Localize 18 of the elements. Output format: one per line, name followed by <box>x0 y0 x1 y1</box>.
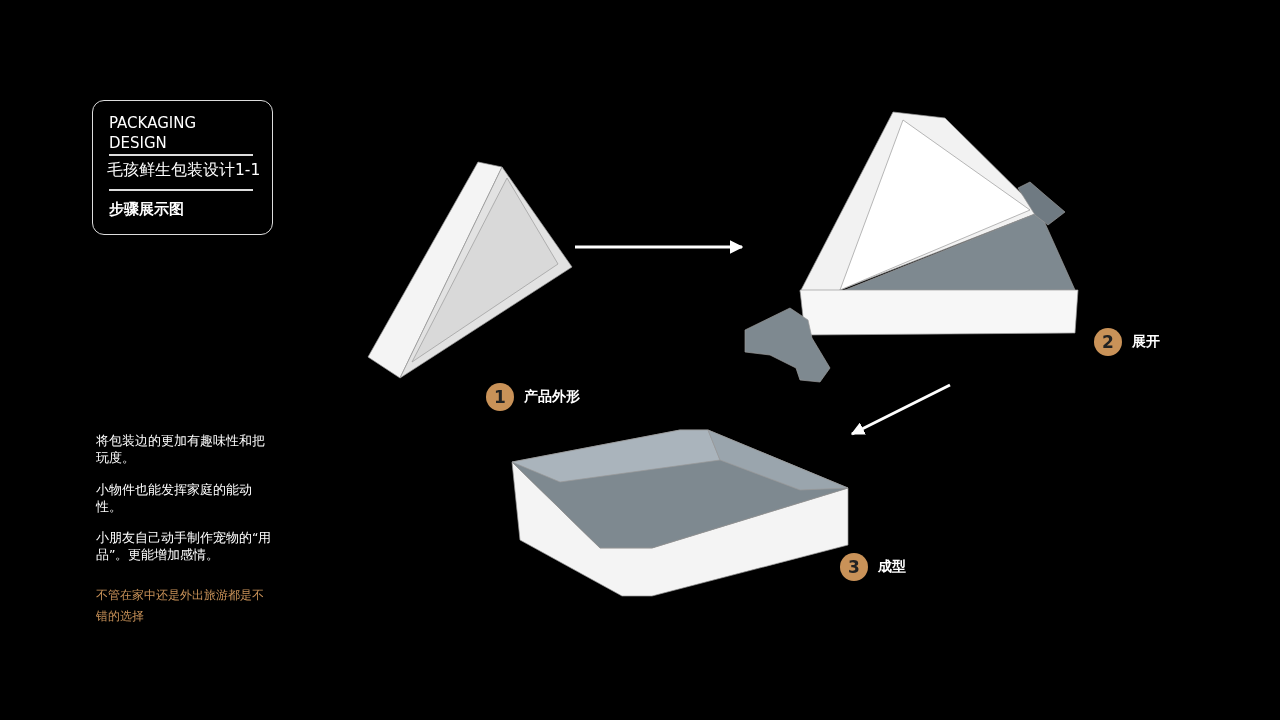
step-number: 1 <box>486 383 514 411</box>
unfolded-box-drawing <box>742 110 1082 385</box>
section-title: 步骤展示图 <box>109 200 184 219</box>
title-box <box>92 100 273 235</box>
step-label: 产品外形 <box>524 388 580 406</box>
arrow <box>575 240 744 254</box>
note-text: 小物件也能发挥家庭的能动性。 <box>96 481 253 515</box>
step-number: 3 <box>840 553 868 581</box>
step-number: 2 <box>1094 328 1122 356</box>
arrow <box>850 383 951 436</box>
triangle-box-drawing <box>365 158 575 380</box>
subtitle: 毛孩鲜生包装设计1-1 <box>107 160 261 181</box>
note-text: 将包装边的更加有趣味性和把玩度。 <box>96 432 266 466</box>
highlight-text: 不管在家中还是外出旅游都是不错的选择 <box>96 587 265 625</box>
heading: PACKAGING DESIGN <box>109 113 198 153</box>
step-label: 成型 <box>878 558 906 576</box>
step-label: 展开 <box>1132 333 1160 351</box>
note-text: 小朋友自己动手制作宠物的“用品”。更能增加感情。 <box>96 529 273 563</box>
